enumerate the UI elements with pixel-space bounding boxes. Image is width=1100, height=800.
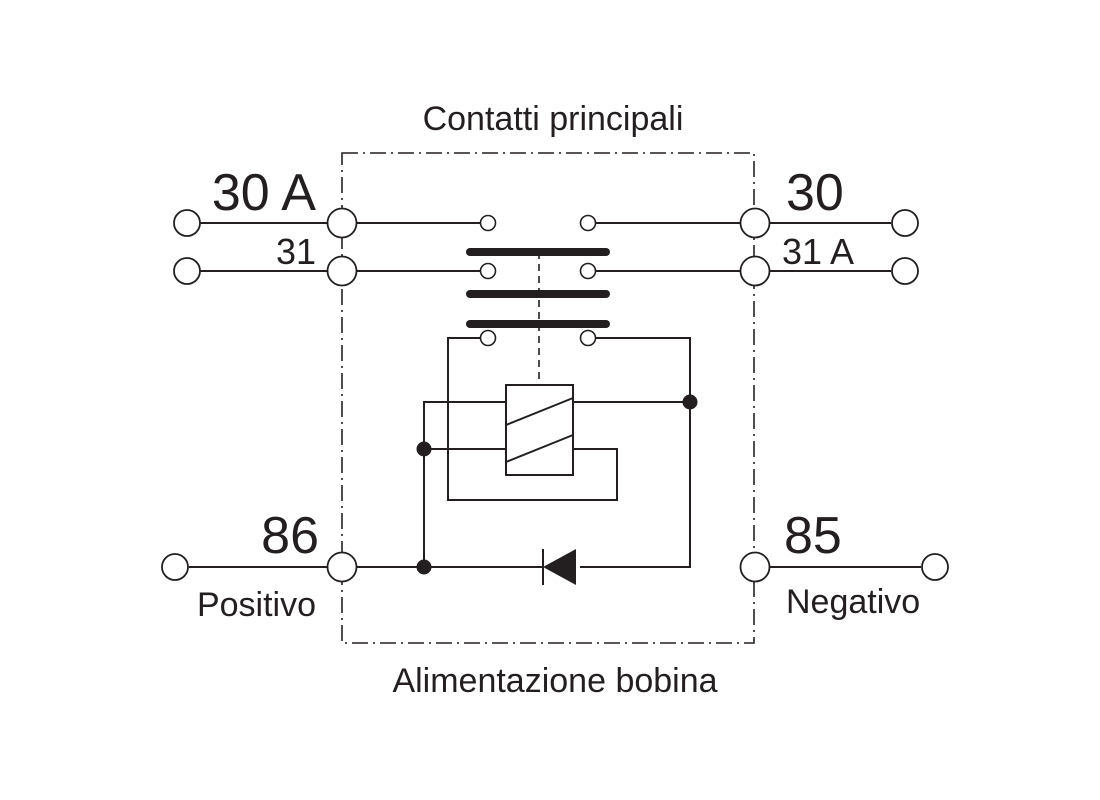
fixed-contacts bbox=[479, 214, 597, 347]
terminal-30-inner bbox=[739, 207, 771, 239]
positive-label: Positivo bbox=[197, 586, 316, 624]
terminal-label-85: 85 bbox=[784, 507, 842, 565]
contact-bars bbox=[466, 248, 610, 328]
contact-wiring bbox=[356, 222, 740, 272]
terminal-86-inner bbox=[326, 551, 358, 583]
coil-wiring bbox=[356, 337, 691, 568]
terminal-label-30: 30 bbox=[786, 164, 844, 222]
terminal-30a-outer bbox=[173, 209, 201, 237]
terminal-label-86: 86 bbox=[261, 507, 319, 565]
terminal-31a-inner bbox=[739, 255, 771, 287]
diode-symbol bbox=[542, 549, 576, 585]
terminal-label-31a: 31 A bbox=[782, 231, 854, 272]
external-leads bbox=[187, 222, 921, 568]
terminal-31a-outer bbox=[891, 257, 919, 285]
terminal-31-outer bbox=[173, 257, 201, 285]
terminal-label-30a: 30 A bbox=[212, 164, 316, 222]
relay-housing-outline bbox=[341, 152, 755, 644]
relay-coil bbox=[505, 384, 574, 476]
negative-label: Negativo bbox=[786, 583, 920, 621]
terminal-label-31: 31 bbox=[276, 231, 316, 272]
terminal-85-inner bbox=[739, 551, 771, 583]
terminal-86-outer bbox=[161, 553, 189, 581]
terminal-85-outer bbox=[921, 553, 949, 581]
terminal-30-outer bbox=[891, 209, 919, 237]
caption-coil-supply: Alimentazione bobina bbox=[392, 662, 717, 700]
terminal-30a-inner bbox=[326, 207, 358, 239]
junction-dots bbox=[416, 394, 698, 575]
terminal-31-inner bbox=[326, 255, 358, 287]
caption-main-contacts: Contatti principali bbox=[423, 100, 684, 138]
